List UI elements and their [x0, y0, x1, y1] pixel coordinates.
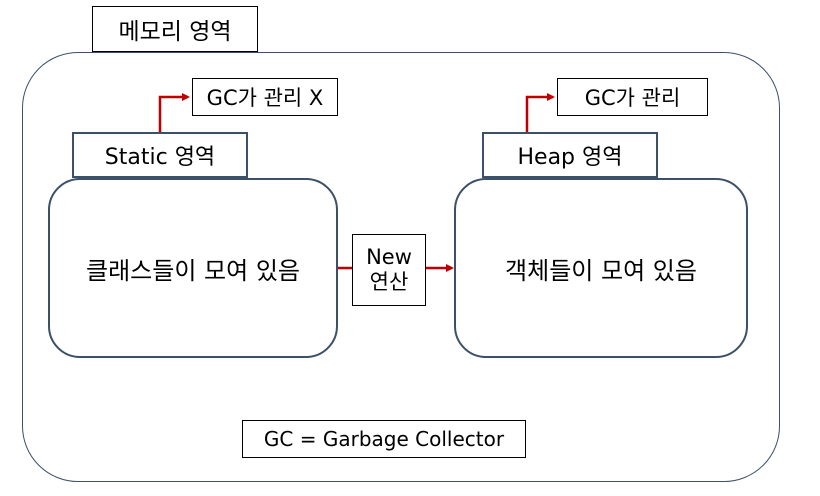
heap-area-box: 객체들이 모여 있음 [454, 178, 748, 358]
gc-footnote: GC = Garbage Collector [242, 420, 526, 458]
heap-area-header: Heap 영역 [482, 132, 658, 178]
memory-area-container [22, 52, 780, 482]
heap-gc-note: GC가 관리 [557, 78, 708, 116]
memory-area-label: 메모리 영역 [92, 6, 258, 52]
static-area-header: Static 영역 [72, 132, 248, 178]
heap-area-content: 객체들이 모여 있음 [505, 256, 697, 285]
new-operation-label: New 연산 [352, 234, 426, 306]
new-operation-line2: 연산 [369, 270, 409, 294]
new-operation-line1: New [366, 244, 412, 269]
static-area-box: 클래스들이 모여 있음 [48, 178, 338, 358]
static-gc-note: GC가 관리 X [192, 78, 338, 116]
static-area-content: 클래스들이 모여 있음 [86, 256, 300, 285]
